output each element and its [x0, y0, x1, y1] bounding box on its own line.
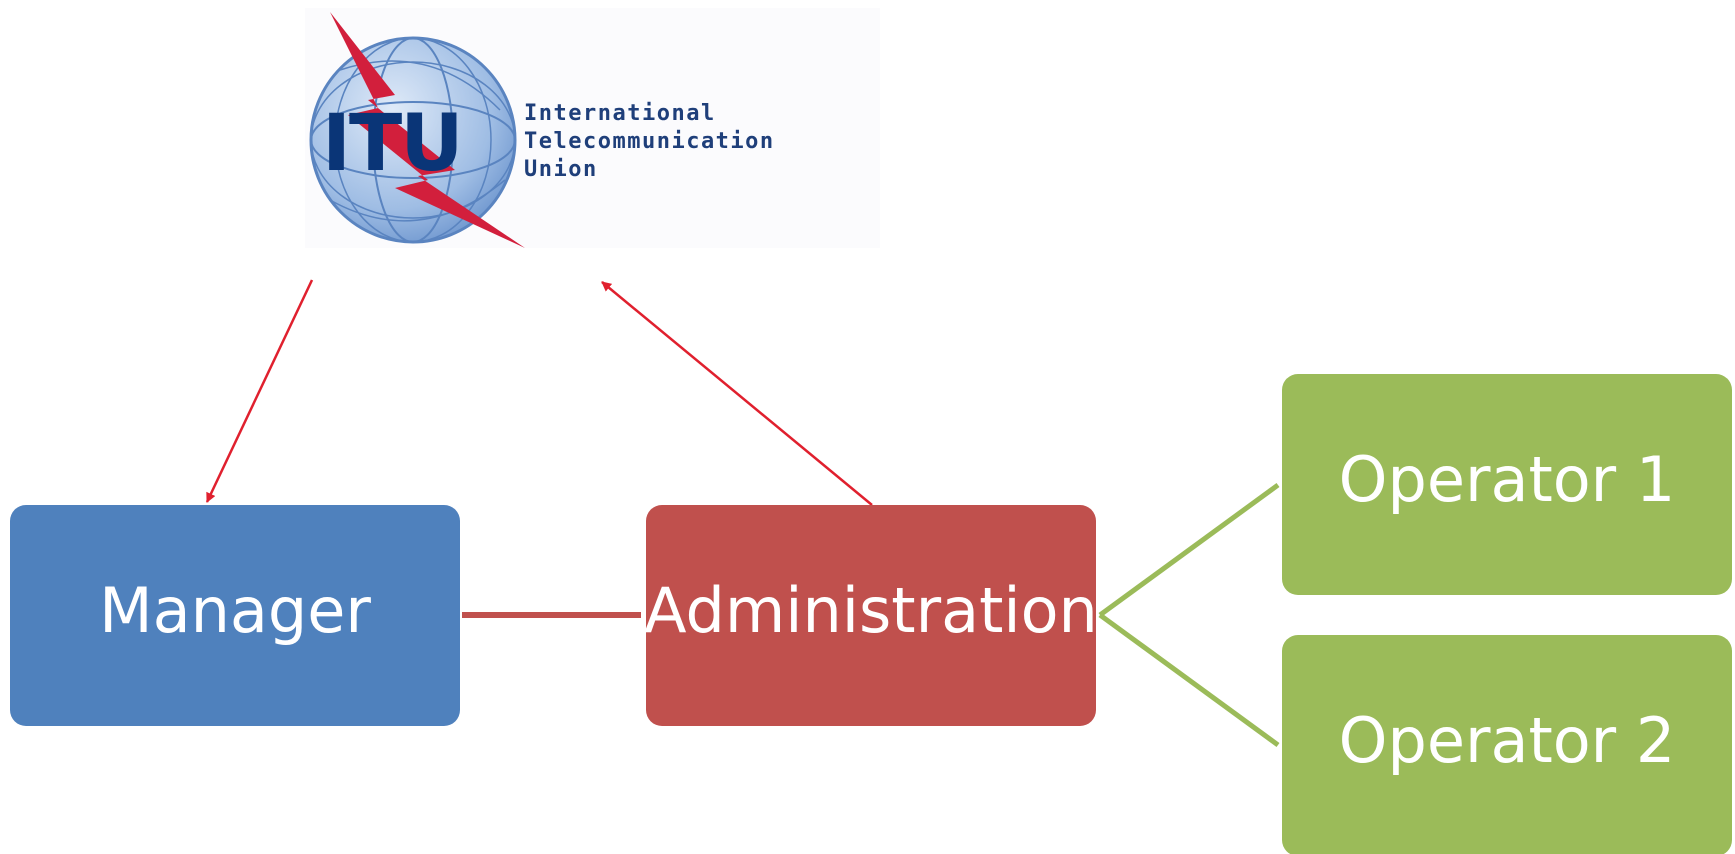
operator1-label: Operator 1: [1339, 443, 1676, 516]
arrow-itu-to-manager: [205, 279, 314, 503]
itu-logo: ITU International Telecommunication Unio…: [305, 8, 880, 248]
connector-administration-operator2: [1098, 612, 1280, 748]
administration-box: [646, 505, 1096, 726]
arrow-administration-to-itu: [601, 281, 873, 506]
administration-node: Administration: [644, 505, 1098, 726]
operator1-node: Operator 1: [1282, 374, 1732, 595]
logo-text-line3: Union: [524, 157, 598, 182]
administration-label: Administration: [644, 574, 1098, 647]
lightning-bolt-icon: [330, 12, 525, 248]
logo-text-line1: International: [524, 101, 716, 126]
operator1-box: [1282, 374, 1732, 595]
manager-label: Manager: [99, 574, 371, 647]
operator2-node: Operator 2: [1282, 635, 1732, 854]
logo-acronym: ITU: [322, 99, 462, 189]
connector-administration-operator1: [1098, 482, 1280, 618]
manager-node: Manager: [10, 505, 460, 726]
logo-text-line2: Telecommunication: [524, 129, 775, 154]
operator2-label: Operator 2: [1339, 704, 1676, 777]
operator2-box: [1282, 635, 1732, 854]
manager-box: [10, 505, 460, 726]
